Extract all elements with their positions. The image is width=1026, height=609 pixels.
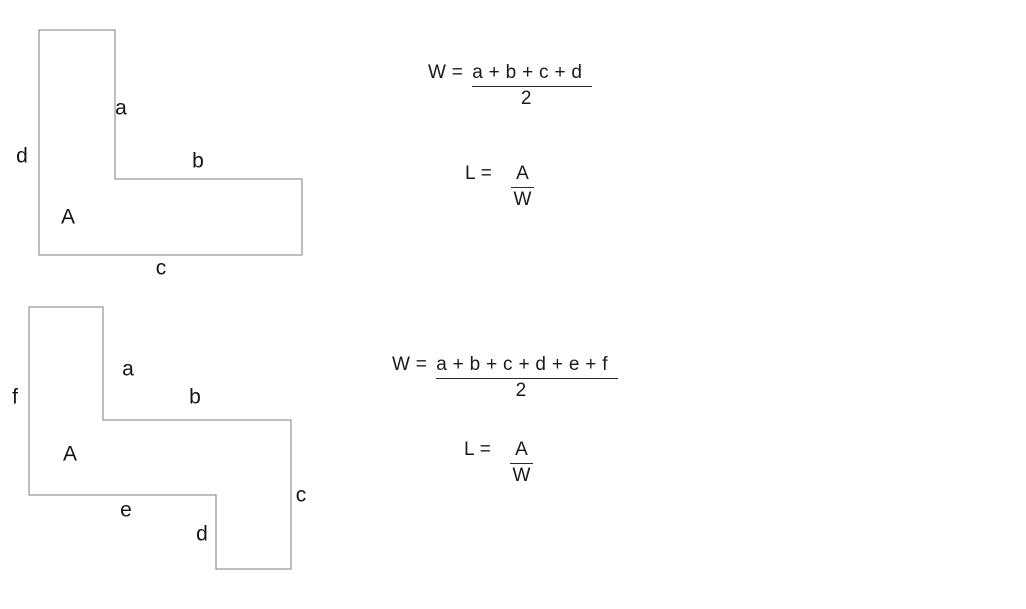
shape-bottom-edge-label-a: a [122,357,134,381]
shape-bottom-edge-label-f: f [12,385,18,409]
shape-bottom-edge-label-c: c [295,483,307,507]
formula-length-bottom-fraction: A W [510,439,534,487]
formula-width-top-fraction: a + b + c + d 2 [472,62,593,110]
formula-width-top: W = a + b + c + d 2 [428,62,593,110]
shape-bottom-edge-label-e: e [120,498,132,522]
formula-width-bottom-lhs: W = [392,354,428,375]
shape-top-edge-label-d: d [16,144,28,168]
formula-width-bottom: W = a + b + c + d + e + f 2 [392,354,618,402]
formula-length-top-numerator: A [511,163,535,188]
formula-length-bottom-lhs: L = [464,439,492,460]
formula-width-top-denominator: 2 [520,88,532,109]
formula-width-bottom-numerator: a + b + c + d + e + f [436,354,618,379]
shape-bottom-edge-label-d: d [196,522,208,546]
shape-top-edge-label-b: b [192,149,204,173]
formula-length-top-fraction: A W [511,163,535,211]
formula-width-bottom-fraction: a + b + c + d + e + f 2 [436,354,618,402]
formula-length-bottom-denominator: W [512,465,531,486]
formula-length-bottom-numerator: A [510,439,534,464]
formula-width-bottom-denominator: 2 [515,380,527,401]
shape-top-area-label: A [60,205,76,229]
formula-length-top-denominator: W [513,189,532,210]
z-shape-outline [28,306,292,570]
formula-length-bottom: L = A W [464,439,534,487]
shape-bottom-edge-label-b: b [189,385,201,409]
formula-length-top-lhs: L = [465,163,493,184]
formula-length-top: L = A W [465,163,535,211]
shape-top-edge-label-c: c [155,256,167,280]
formula-width-top-numerator: a + b + c + d [472,62,593,87]
l-shape-outline [38,29,303,256]
shape-top-edge-label-a: a [115,96,127,120]
shape-bottom-area-label: A [62,442,78,466]
formula-width-top-lhs: W = [428,62,464,83]
